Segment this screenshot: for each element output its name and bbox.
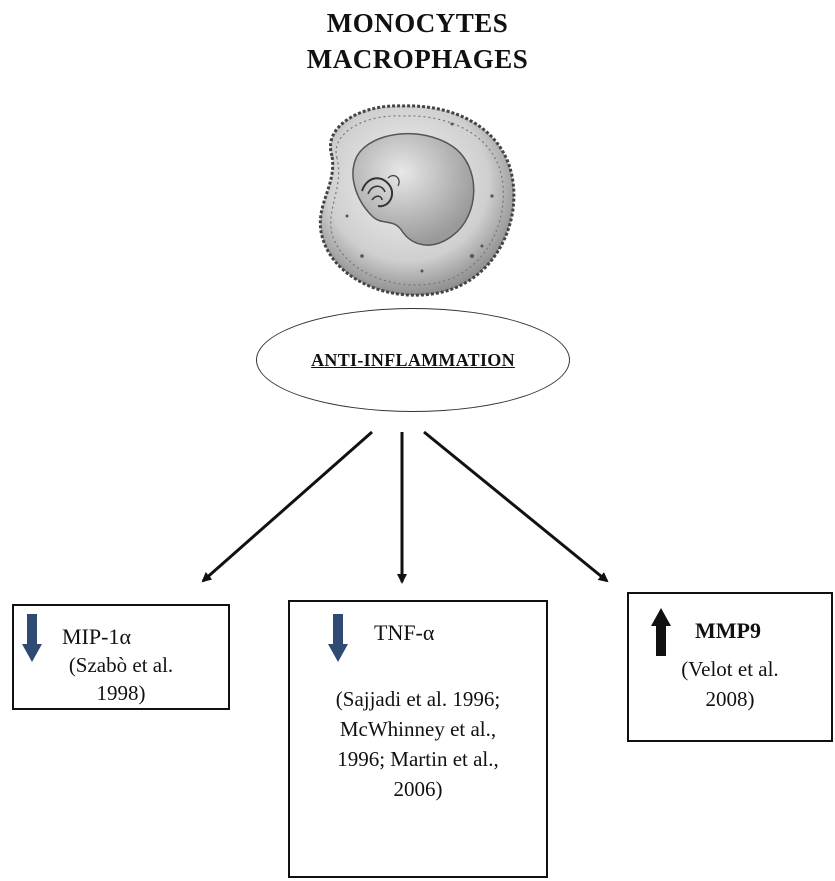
mip1a-box: MIP-1α (Szabò et al. 1998) bbox=[12, 604, 230, 710]
tnfa-ref-line1: (Sajjadi et al. 1996; bbox=[335, 687, 501, 711]
tnfa-box: TNF-α (Sajjadi et al. 1996; McWhinney et… bbox=[288, 600, 548, 878]
tnfa-ref-line2: McWhinney et al., bbox=[339, 717, 497, 741]
anti-inflammation-node: ANTI-INFLAMMATION bbox=[256, 308, 570, 412]
mip1a-ref-line2: 1998) bbox=[96, 681, 146, 705]
arrow-to-mmp9 bbox=[423, 430, 609, 583]
tnfa-label: TNF-α bbox=[374, 620, 435, 645]
tnfa-ref-line4: 2006) bbox=[393, 777, 443, 801]
mmp9-label: MMP9 bbox=[695, 618, 761, 643]
up-arrow-icon bbox=[651, 608, 671, 656]
macrophage-cell-illustration bbox=[318, 104, 516, 297]
mmp9-ref-line2: 2008) bbox=[705, 687, 755, 711]
arrow-to-mip1a bbox=[201, 430, 373, 583]
anti-inflammation-label: ANTI-INFLAMMATION bbox=[311, 349, 515, 370]
mmp9-ref-line1: (Velot et al. bbox=[681, 657, 779, 681]
mmp9-box: MMP9 (Velot et al. 2008) bbox=[627, 592, 833, 742]
tnfa-ref-line3: 1996; Martin et al., bbox=[337, 747, 499, 771]
diagram-title-line1: MONOCYTES bbox=[326, 8, 509, 38]
mip1a-ref-line1: (Szabò et al. bbox=[68, 653, 174, 677]
diagram-title-line2: MACROPHAGES bbox=[306, 44, 529, 74]
down-arrow-icon bbox=[328, 614, 348, 662]
down-arrow-icon bbox=[22, 614, 42, 662]
mip1a-label: MIP-1α bbox=[62, 624, 131, 649]
